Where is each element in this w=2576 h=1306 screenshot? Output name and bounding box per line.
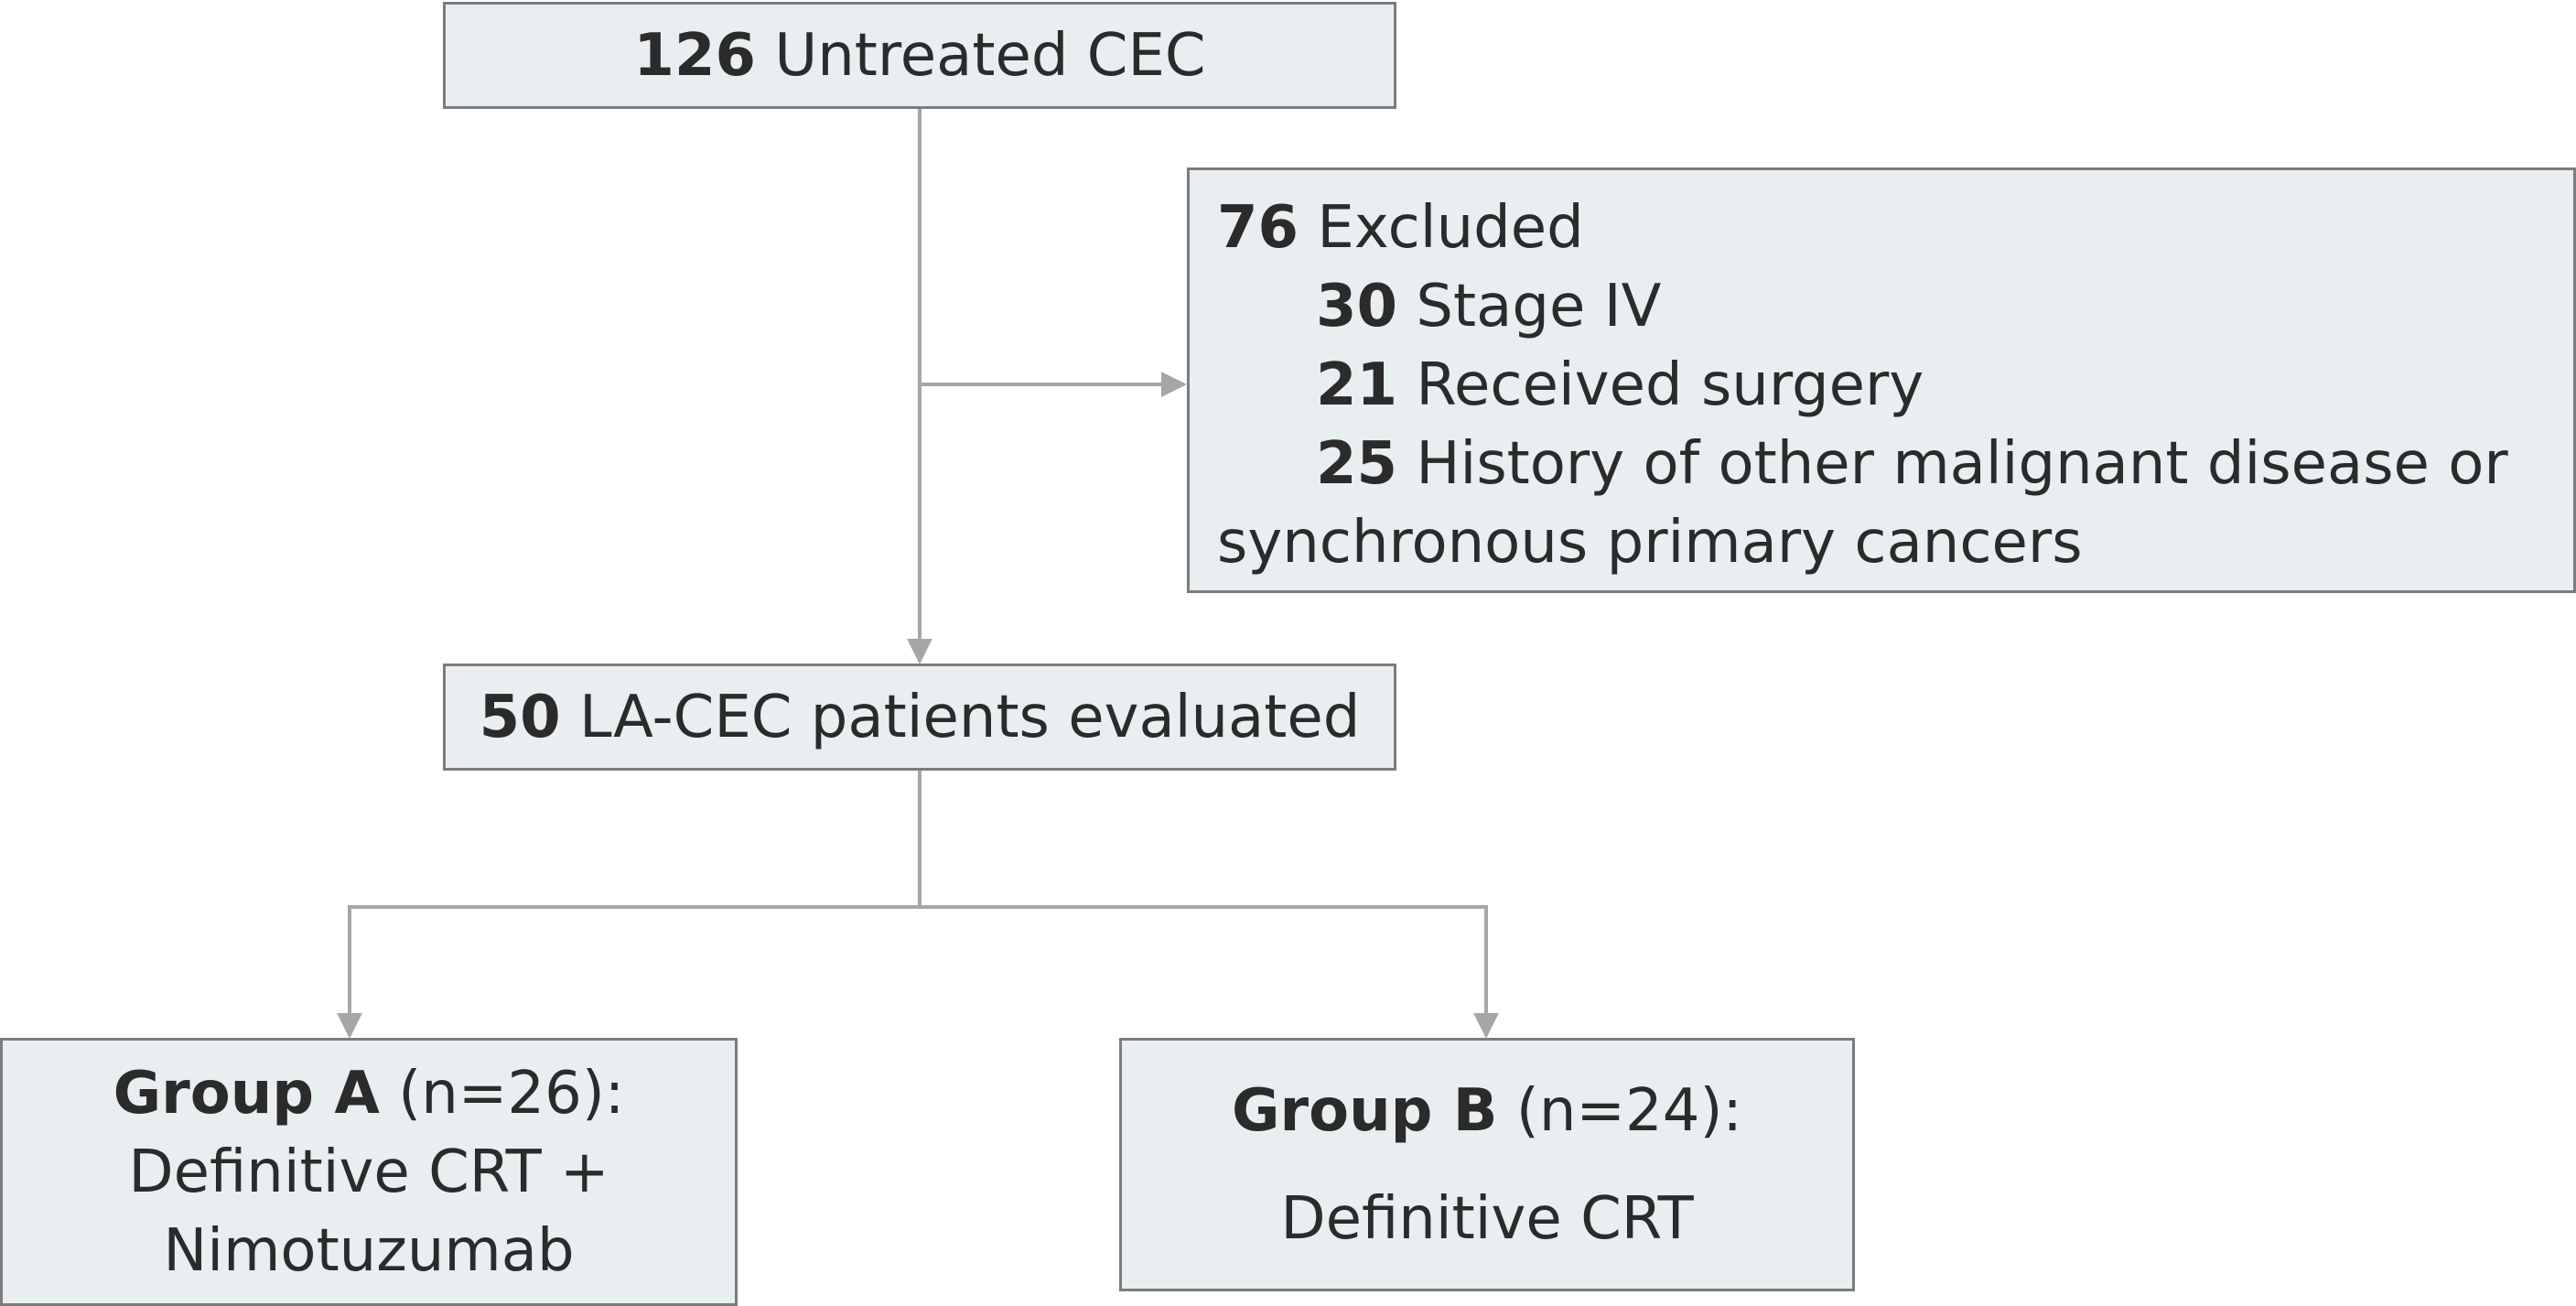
reason-count: 25 (1316, 430, 1398, 498)
group-a-heading: Group A (n=26): (113, 1054, 625, 1133)
group-a-name: Group A (113, 1059, 380, 1128)
evaluated-text: 50 LA-CEC patients evaluated (480, 684, 1361, 751)
group-b-name: Group B (1232, 1076, 1498, 1145)
evaluated-count: 50 (479, 683, 561, 751)
group-b-box: Group B (n=24): Definitive CRT (1119, 1038, 1855, 1291)
excluded-box: 76 Excluded 30 Stage IV 21 Received surg… (1187, 167, 2576, 593)
reason-count: 30 (1316, 273, 1398, 340)
group-a-n: (n=26): (398, 1059, 625, 1128)
group-a-box: Group A (n=26): Definitive CRT + Nimotuz… (0, 1038, 738, 1306)
untreated-cec-text: 126 Untreated CEC (633, 22, 1205, 90)
evaluated-label: LA-CEC patients evaluated (579, 683, 1361, 751)
group-a-treatment-line1: Definitive CRT + (128, 1138, 609, 1206)
untreated-count: 126 (633, 21, 756, 90)
group-b-heading: Group B (n=24): (1232, 1077, 1742, 1145)
excluded-count: 76 (1217, 194, 1299, 262)
reason-count: 21 (1316, 351, 1398, 419)
excluded-label: Excluded (1317, 194, 1584, 262)
excluded-heading: 76 Excluded (1217, 189, 2573, 267)
group-a-treatment-line2: Nimotuzumab (163, 1216, 575, 1285)
untreated-cec-box: 126 Untreated CEC (443, 2, 1396, 109)
exclusion-reason-surgery: 21 Received surgery (1217, 346, 2573, 425)
exclusion-reason-continuation: synchronous primary cancers (1217, 509, 2083, 577)
reason-label: History of other malignant disease or (1416, 430, 2508, 498)
reason-label: Received surgery (1416, 351, 1924, 419)
reason-label: Stage IV (1416, 273, 1662, 340)
untreated-label: Untreated CEC (774, 21, 1206, 90)
evaluated-box: 50 LA-CEC patients evaluated (443, 664, 1396, 771)
group-b-n: (n=24): (1515, 1076, 1742, 1145)
exclusion-reason-other-malignancy: 25 History of other malignant disease or (1217, 425, 2573, 503)
exclusion-reason-stage-iv: 30 Stage IV (1217, 267, 2573, 346)
group-b-treatment: Definitive CRT (1280, 1184, 1694, 1253)
